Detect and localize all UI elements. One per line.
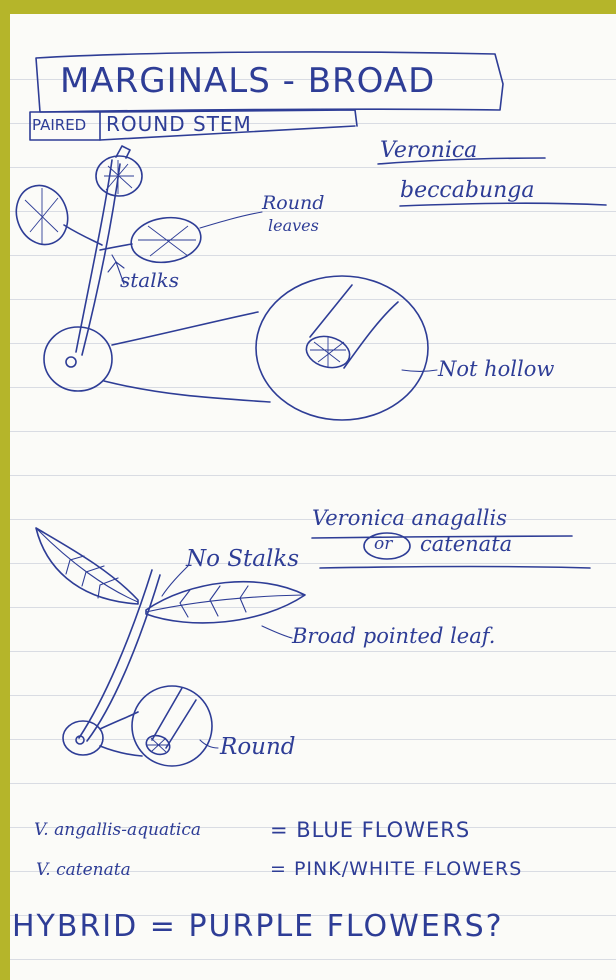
stem-section-circle-2 [62, 720, 104, 756]
zoom-line-top-2 [99, 711, 139, 730]
species2-underline [311, 535, 573, 539]
zoom-line-bottom-2 [99, 745, 143, 757]
left-leaf-hatch [24, 188, 59, 244]
top-bud-hatch [104, 160, 134, 194]
right-leaf-vein [145, 585, 304, 618]
stem-upper-left [75, 159, 113, 353]
zoom2-stem-left [151, 687, 183, 741]
stem-lower-right [86, 574, 161, 742]
stem-lower-left [78, 569, 153, 739]
right-leaf-stalk [99, 243, 133, 251]
stem-tag-box [99, 109, 358, 141]
right-pointed-leaf [145, 581, 306, 624]
round-leaves-pointer [199, 211, 263, 229]
paired-tag-box [29, 111, 101, 141]
zoom-circle-2 [131, 685, 213, 767]
zoom-circle-1 [255, 275, 429, 421]
zoom-section-2 [145, 734, 171, 756]
zoom2-stem-right [165, 699, 197, 749]
or-circle [363, 532, 411, 560]
zoom-stem-left [309, 284, 353, 338]
stalks-arrow [107, 260, 125, 285]
stalks-pointer [111, 254, 117, 263]
top-sprig [115, 145, 131, 159]
zoom-line-top-1 [111, 311, 259, 346]
left-leaf-stalk [63, 224, 103, 246]
zoom-section-hatch-2 [147, 737, 169, 753]
top-bud [95, 155, 143, 197]
left-pointed-leaf [35, 527, 139, 605]
left-round-leaf [15, 184, 69, 246]
no-stalks-pointer [161, 565, 189, 597]
lined-paper [10, 14, 616, 980]
zoom-stem-right [343, 301, 399, 369]
stem-section-dot-1 [65, 356, 77, 368]
not-hollow-pointer [401, 369, 438, 373]
species1b-underline [399, 202, 607, 207]
broad-leaf-pointer [261, 625, 293, 639]
zoom-section-hatch-1 [310, 337, 346, 367]
zoom-line-bottom-1 [103, 380, 271, 403]
zoom-section-1 [305, 335, 351, 369]
species2b-underline [319, 565, 591, 569]
species1-underline [377, 157, 546, 165]
stem-section-circle-1 [43, 326, 113, 392]
stem-section-dot-2 [75, 735, 85, 745]
left-leaf-vein [37, 529, 139, 603]
round-pointer [199, 739, 219, 749]
right-leaf-hatch [138, 225, 196, 257]
title-box [35, 51, 504, 113]
